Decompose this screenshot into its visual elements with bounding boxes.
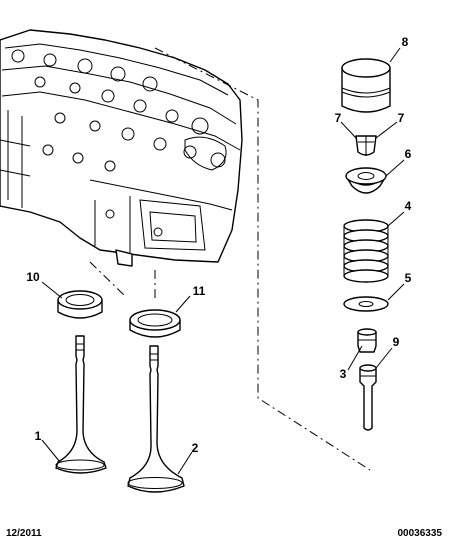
callout-9: 9 xyxy=(393,335,400,349)
footer-reference-number: 00036335 xyxy=(397,528,443,539)
callout-4: 4 xyxy=(405,199,412,213)
valve-seat-ring-11 xyxy=(129,309,181,338)
cylinder-head xyxy=(0,29,243,267)
callout-10: 10 xyxy=(26,270,40,284)
spring-retainer-6 xyxy=(345,167,387,194)
callout-2: 2 xyxy=(192,441,199,455)
callout-3: 3 xyxy=(340,367,347,381)
valve-collets-7 xyxy=(355,135,377,156)
callout-1: 1 xyxy=(35,429,42,443)
valve-stem-seal-3 xyxy=(357,328,377,353)
valve-spring-4 xyxy=(343,219,389,283)
assembly-lines xyxy=(89,47,371,471)
valve-2 xyxy=(127,345,185,493)
spring-seat-washer-5 xyxy=(343,296,389,312)
callout-labels: 8 7 7 6 4 5 3 9 10 11 1 2 xyxy=(26,35,411,455)
valve-guide-9 xyxy=(359,364,377,431)
footer-date: 12/2011 xyxy=(6,528,42,539)
valve-1 xyxy=(55,335,107,474)
hydraulic-tappet-8 xyxy=(341,58,391,113)
leader-lines xyxy=(41,47,405,475)
callout-7-left: 7 xyxy=(335,111,342,125)
valve-seat-ring-10 xyxy=(57,290,103,319)
callout-11: 11 xyxy=(193,284,206,298)
callout-7-right: 7 xyxy=(398,111,405,125)
callout-5: 5 xyxy=(405,271,412,285)
callout-6: 6 xyxy=(405,147,412,161)
callout-8: 8 xyxy=(402,35,409,49)
